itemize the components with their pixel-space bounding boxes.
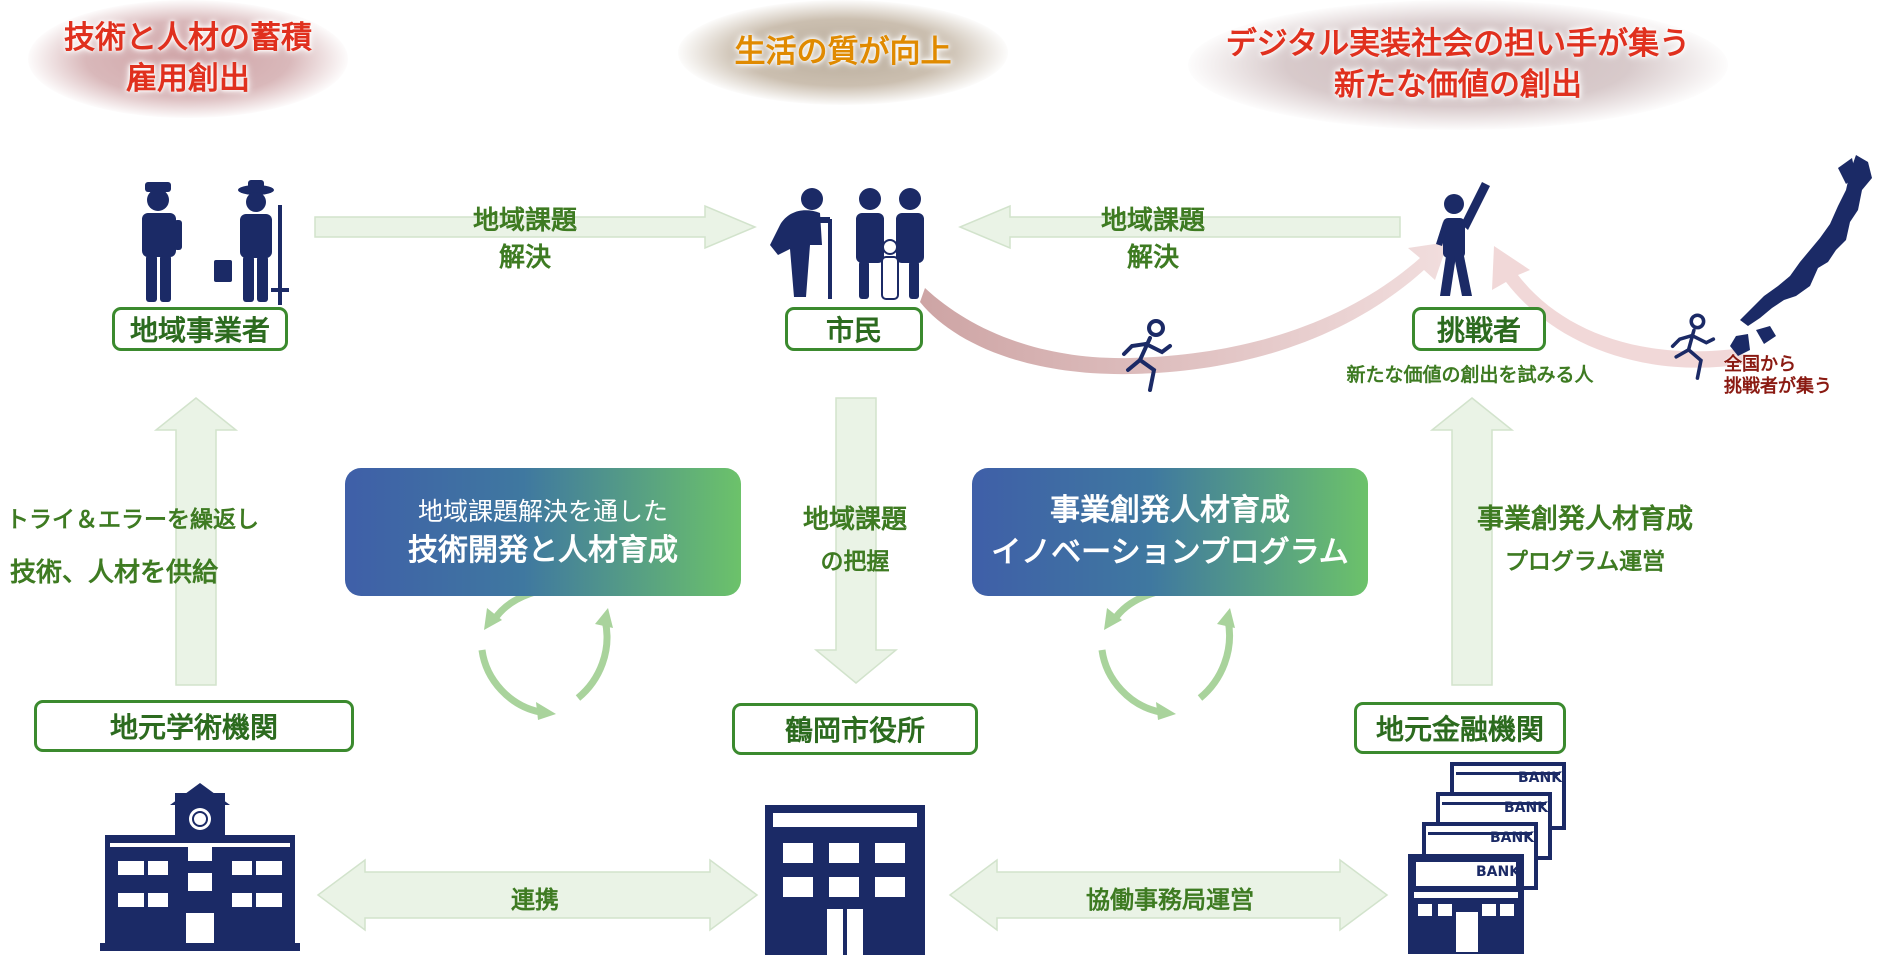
label-city-office-text: 鶴岡市役所: [784, 714, 925, 747]
arrow-academic-city-link: [316, 858, 759, 932]
arrow-finance-to-challengers: [1429, 397, 1515, 686]
goal-new-value: デジタル実装社会の担い手が集う 新たな価値の創出: [1188, 0, 1728, 130]
bank-label-2: BANK: [1504, 800, 1549, 816]
japan-map-icon: [1730, 155, 1872, 356]
goal-technology-jobs-line2: 雇用創出: [126, 61, 250, 97]
cycle-arrows-right: [1098, 584, 1234, 716]
flow-right-vertical-line1: 事業創発人材育成: [1477, 504, 1693, 535]
arrow-challengers-to-citizens: [958, 204, 1401, 250]
runner-icon: [1122, 319, 1172, 392]
label-citizens: 市民: [785, 307, 923, 351]
nationwide-caption-line2: 挑戦者が集う: [1724, 376, 1832, 397]
challenger-icon: [1436, 182, 1490, 296]
label-business-text: 地域事業者: [129, 314, 270, 347]
cycle-arrowheads-left: [484, 608, 613, 720]
label-academic: 地元学術機関: [34, 700, 354, 752]
label-challengers: 挑戦者: [1412, 307, 1546, 351]
flow-top-right-line1: 地域課題: [1100, 206, 1205, 236]
flow-top-left-line2: 解決: [498, 243, 551, 273]
nationwide-caption-line1: 全国から: [1724, 354, 1796, 375]
flow-top-left: 地域課題 解決: [440, 203, 610, 277]
bank-stack-shape: [1408, 762, 1566, 954]
runner-nationwide-icon: [1670, 313, 1716, 380]
program-right: 事業創発人材育成 イノベーションプログラム: [972, 468, 1368, 596]
city-hall-building-icon: [765, 805, 925, 955]
business-workers-icon: [142, 180, 289, 305]
goal-new-value-line1: デジタル実装社会の担い手が集う: [1225, 26, 1691, 63]
label-academic-text: 地元学術機関: [109, 711, 278, 744]
label-finance-text: 地元金融機関: [1375, 713, 1544, 746]
goal-new-value-line2: 新たな価値の創出: [1334, 67, 1582, 103]
arrow-business-to-citizens: [314, 204, 757, 250]
bank-label-1: BANK: [1518, 770, 1563, 786]
flow-center-vertical-line2: の把握: [820, 549, 890, 575]
program-right-line2: イノベーションプログラム: [991, 535, 1349, 570]
program-left: 地域課題解決を通した 技術開発と人材育成: [345, 468, 741, 596]
goal-technology-jobs-line1: 技術と人材の蓄積: [64, 20, 312, 57]
program-left-line2: 技術開発と人材育成: [408, 533, 678, 568]
flow-center-vertical-line1: 地域課題: [802, 505, 907, 535]
flow-top-left-line1: 地域課題: [472, 206, 577, 236]
bank-label-4: BANK: [1476, 864, 1521, 880]
citizens-family-icon: [770, 188, 924, 300]
flow-top-right-line2: 解決: [1126, 243, 1179, 273]
bank-stack-icon: BANK BANK BANK BANK: [1400, 762, 1570, 954]
goal-technology-jobs: 技術と人材の蓄積 雇用創出: [28, 0, 348, 118]
challenger-caption: 新たな価値の創出を試みる人: [1346, 364, 1594, 386]
label-city-office: 鶴岡市役所: [732, 703, 978, 755]
program-left-line1: 地域課題解決を通した: [417, 497, 668, 526]
flow-right-vertical: 事業創発人材育成 プログラム運営: [1440, 500, 1730, 584]
goal-quality-of-life-line1: 生活の質が向上: [734, 34, 952, 71]
goal-quality-of-life: 生活の質が向上: [678, 0, 1008, 105]
bank-label-3: BANK: [1490, 830, 1535, 846]
program-right-line1: 事業創発人材育成: [1050, 493, 1290, 528]
arrow-city-finance-link: [948, 858, 1389, 932]
flow-bottom-right: 協働事務局運営: [1086, 886, 1254, 914]
flow-left-vertical-line2: 技術、人材を供給: [10, 558, 219, 588]
label-citizens-text: 市民: [825, 314, 882, 347]
label-finance: 地元金融機関: [1354, 702, 1566, 754]
label-challengers-text: 挑戦者: [1436, 314, 1521, 347]
label-business: 地域事業者: [112, 307, 288, 351]
cycle-arrowheads-right: [1104, 608, 1235, 720]
curve-arrow-nationwide-to-challengers: [1492, 246, 1745, 368]
university-building-icon: [100, 783, 300, 951]
nationwide-caption: 全国から 挑戦者が集う: [1724, 354, 1832, 398]
flow-center-vertical: 地域課題 の把握: [770, 500, 940, 584]
arrow-citizens-to-city: [813, 397, 899, 684]
flow-left-vertical-line1: トライ＆エラーを繰返し: [6, 507, 259, 533]
cycle-arrows-left: [478, 585, 611, 716]
arrow-academic-to-business: [153, 397, 239, 686]
flow-right-vertical-line2: プログラム運営: [1504, 549, 1666, 575]
flow-top-right: 地域課題 解決: [1068, 203, 1238, 277]
flow-bottom-left: 連携: [511, 886, 559, 914]
